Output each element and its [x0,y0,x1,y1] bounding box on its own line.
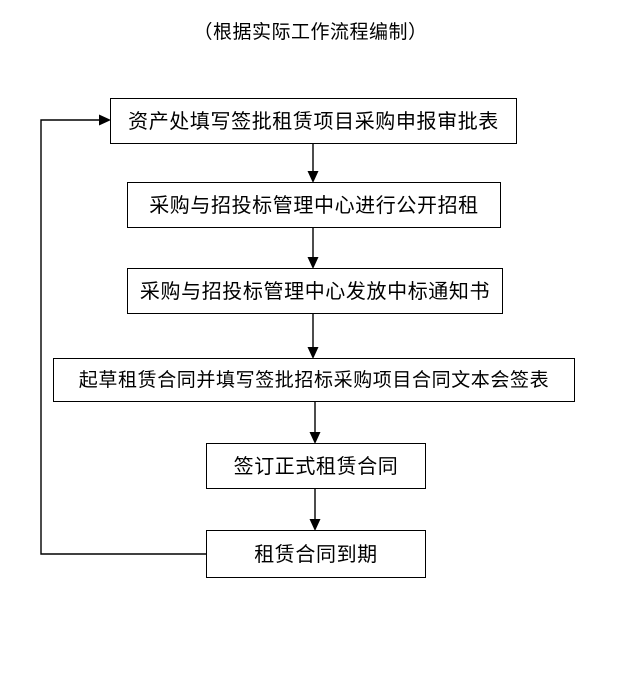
node-label: 租赁合同到期 [254,542,378,566]
process-node-issue-bid-win-notice[interactable]: 采购与招投标管理中心发放中标通知书 [127,268,503,314]
process-node-draft-contract-countersign-form[interactable]: 起草租赁合同并填写签批招标采购项目合同文本会签表 [53,358,575,402]
connector-node3-to-node4 [307,314,319,359]
page-title: （根据实际工作流程编制） [193,21,428,43]
process-node-asset-office-approval-form[interactable]: 资产处填写签批租赁项目采购申报审批表 [110,98,517,144]
process-node-sign-formal-lease-contract[interactable]: 签订正式租赁合同 [206,443,426,489]
connector-node6-to-node1-feedback [40,114,206,555]
node-label: 采购与招投标管理中心进行公开招租 [149,193,479,217]
connector-node1-to-node2 [307,144,319,183]
node-label: 签订正式租赁合同 [233,454,399,478]
connector-node4-to-node5 [309,402,321,444]
node-label: 采购与招投标管理中心发放中标通知书 [139,279,491,303]
connector-node2-to-node3 [307,228,319,269]
node-label: 起草租赁合同并填写签批招标采购项目合同文本会签表 [78,368,550,391]
connector-node5-to-node6 [309,489,321,531]
process-node-public-tender[interactable]: 采购与招投标管理中心进行公开招租 [127,182,501,228]
process-node-lease-contract-expires[interactable]: 租赁合同到期 [206,530,426,578]
node-label: 资产处填写签批租赁项目采购申报审批表 [128,109,499,133]
